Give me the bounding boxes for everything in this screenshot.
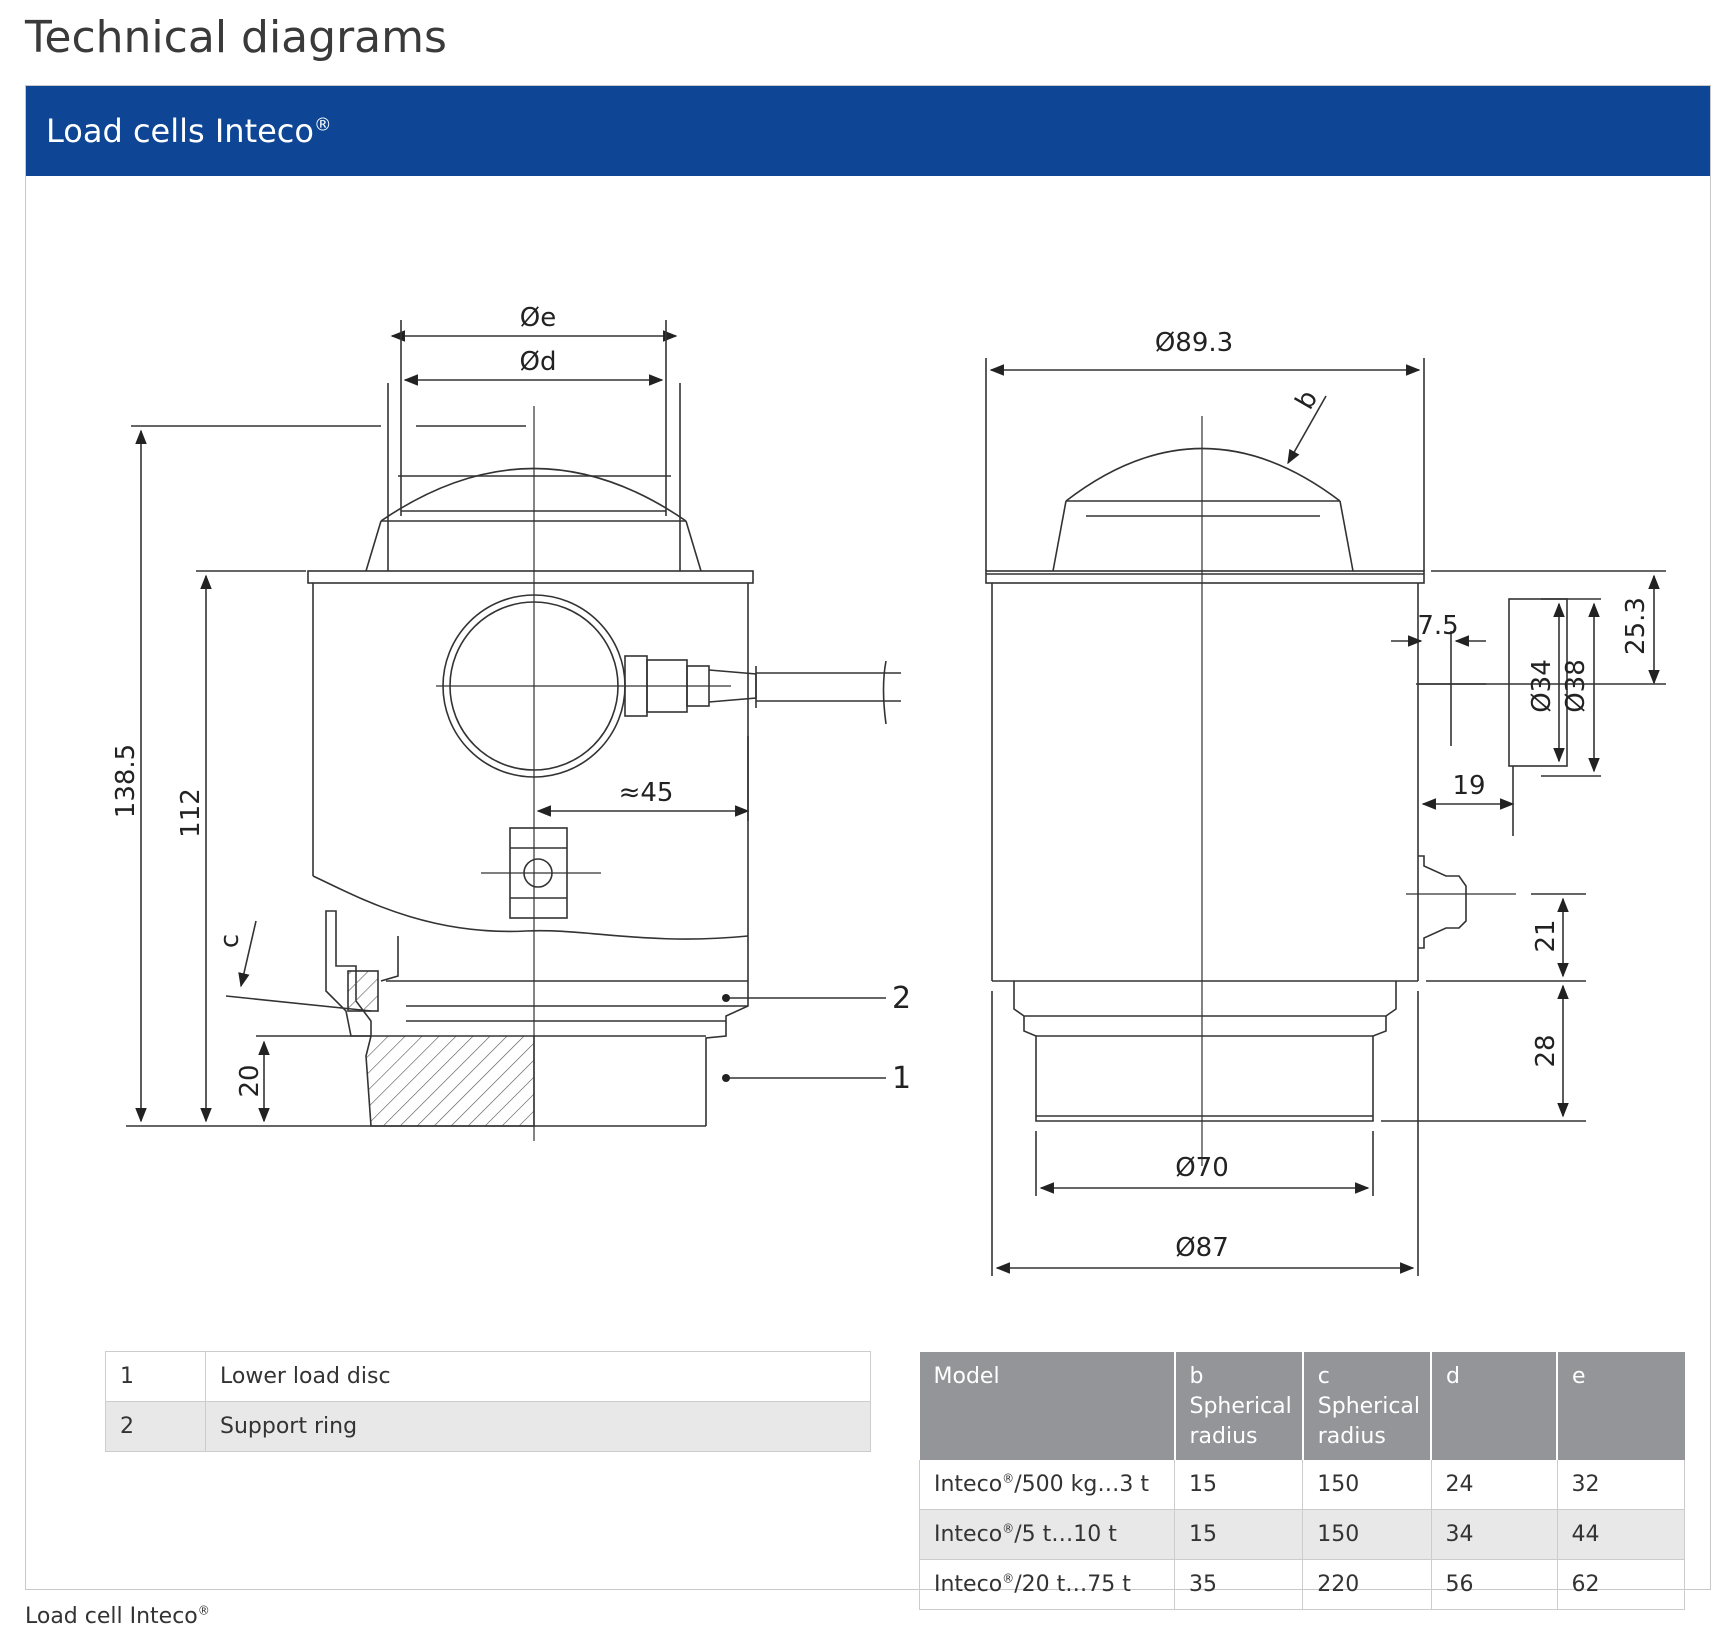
cell-d: 24 <box>1431 1460 1558 1510</box>
label-dim-height-body: 112 <box>176 788 206 838</box>
registered-mark: ® <box>1002 1471 1015 1486</box>
callout-1: 1 <box>892 1061 911 1096</box>
callout-dot-2 <box>722 994 730 1002</box>
header-e: e <box>1557 1352 1685 1460</box>
cell-b: 15 <box>1174 1509 1304 1560</box>
legend-number: 2 <box>105 1401 206 1452</box>
panel-title-text: Load cells Inteco <box>46 112 314 150</box>
model-name: Inteco <box>934 1572 1003 1597</box>
cell-c: 150 <box>1302 1509 1432 1560</box>
label-dim-c: c <box>215 934 245 948</box>
cell-e: 62 <box>1557 1559 1686 1610</box>
table-row: 2 Support ring <box>105 1401 871 1452</box>
label-dim-ring: 20 <box>235 1064 265 1097</box>
cell-d: 34 <box>1431 1509 1558 1560</box>
header-c-sub: Spherical radius <box>1317 1394 1421 1449</box>
left-view-labels: Øe Ød 138.5 112 ≈45 20 c 2 1 <box>111 303 911 1098</box>
figure-caption: Load cell Inteco® <box>25 1604 210 1629</box>
model-range: /20 t…75 t <box>1014 1572 1131 1597</box>
panel-header: Load cells Inteco® <box>26 86 1710 176</box>
table-row: 1 Lower load disc <box>105 1351 871 1402</box>
legend-number: 1 <box>105 1351 206 1402</box>
cell-e: 32 <box>1557 1460 1686 1510</box>
panel-title: Load cells Inteco® <box>46 112 332 150</box>
registered-mark: ® <box>313 115 332 136</box>
label-dim-70: Ø70 <box>1175 1153 1229 1183</box>
legend-label: Lower load disc <box>205 1351 871 1402</box>
label-dim-7: 7.5 <box>1417 611 1458 641</box>
header-c-letter: c <box>1317 1364 1330 1389</box>
label-dim-34: Ø34 <box>1527 659 1557 713</box>
label-dim-25: 25.3 <box>1621 597 1651 655</box>
cell-model: Inteco®/5 t…10 t <box>919 1509 1175 1560</box>
cell-e: 44 <box>1557 1509 1686 1560</box>
header-b-sub: Spherical radius <box>1189 1394 1292 1449</box>
left-view <box>126 320 901 1141</box>
label-dim-height-total: 138.5 <box>111 744 141 818</box>
label-dim-connector: ≈45 <box>619 778 674 808</box>
cell-d: 56 <box>1431 1559 1558 1610</box>
cell-b: 15 <box>1174 1460 1304 1510</box>
header-b-letter: b <box>1189 1364 1204 1389</box>
registered-mark: ® <box>1002 1521 1015 1536</box>
right-view <box>985 358 1666 1276</box>
header-model: Model <box>919 1352 1176 1460</box>
table-row: Inteco®/500 kg…3 t 15 150 24 32 <box>919 1460 1686 1510</box>
legend-table: 1 Lower load disc 2 Support ring <box>105 1351 871 1452</box>
label-dim-e: Øe <box>520 303 556 333</box>
label-dim-21: 21 <box>1531 919 1561 952</box>
model-range: /500 kg…3 t <box>1014 1472 1149 1497</box>
technical-drawing: Øe Ød 138.5 112 ≈45 20 c 2 1 <box>111 303 1666 1276</box>
page-title: Technical diagrams <box>25 12 447 63</box>
cell-b: 35 <box>1174 1559 1304 1610</box>
label-dim-87: Ø87 <box>1175 1233 1229 1263</box>
model-range: /5 t…10 t <box>1014 1522 1117 1547</box>
cell-c: 220 <box>1302 1559 1432 1610</box>
model-name: Inteco <box>934 1472 1003 1497</box>
cell-c: 150 <box>1302 1460 1432 1510</box>
callout-dot-1 <box>722 1074 730 1082</box>
registered-mark: ® <box>197 1603 210 1618</box>
cell-model: Inteco®/500 kg…3 t <box>919 1460 1175 1510</box>
callout-2: 2 <box>892 981 911 1016</box>
table-row: Inteco®/5 t…10 t 15 150 34 44 <box>919 1509 1686 1560</box>
diagram-panel: Load cells Inteco® <box>25 85 1711 1610</box>
cell-model: Inteco®/20 t…75 t <box>919 1559 1175 1610</box>
label-dim-38: Ø38 <box>1561 659 1591 713</box>
right-view-labels: Ø89.3 b 25.3 7.5 Ø34 Ø38 19 21 28 Ø70 Ø8… <box>1155 328 1651 1263</box>
label-dim-b: b <box>1290 385 1324 414</box>
label-dim-d: Ød <box>520 347 557 377</box>
model-name: Inteco <box>934 1522 1003 1547</box>
table-row: Inteco®/20 t…75 t 35 220 56 62 <box>919 1559 1686 1610</box>
legend-label: Support ring <box>205 1401 871 1452</box>
caption-text: Load cell Inteco <box>25 1604 198 1629</box>
label-dim-top-diameter: Ø89.3 <box>1155 328 1233 358</box>
header-d: d <box>1431 1352 1559 1460</box>
label-dim-19: 19 <box>1452 771 1485 801</box>
label-dim-28: 28 <box>1531 1034 1561 1067</box>
registered-mark: ® <box>1002 1571 1015 1586</box>
